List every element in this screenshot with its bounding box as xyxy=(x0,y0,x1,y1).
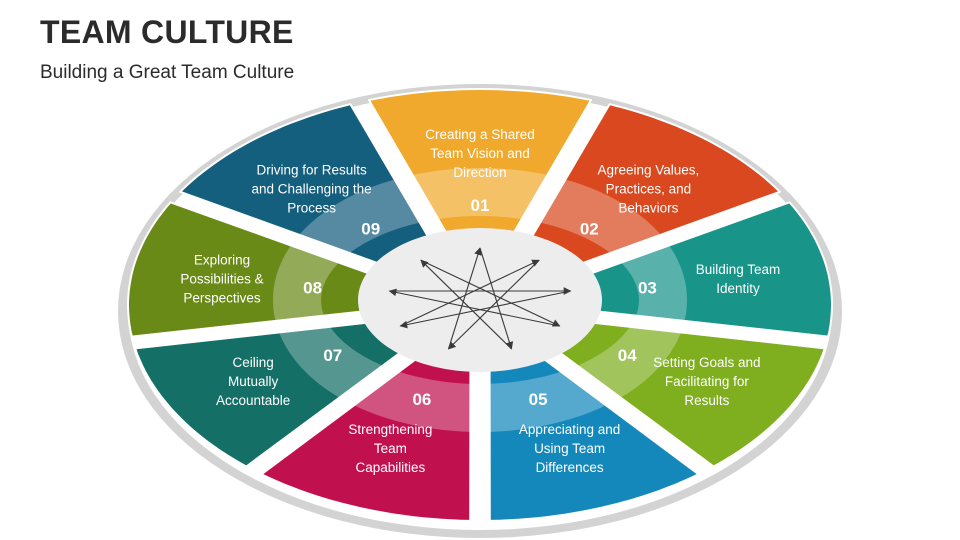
segment-number-04: 04 xyxy=(618,346,637,365)
segment-label-line: Capabilities xyxy=(356,460,426,475)
segment-label-line: Ceiling xyxy=(232,355,273,370)
segment-label-line: Building Team xyxy=(696,262,781,277)
segment-label-line: Direction xyxy=(453,165,506,180)
connector-arrow xyxy=(420,259,561,327)
connector-arrow xyxy=(399,290,571,329)
segment-label-line: Accountable xyxy=(216,393,290,408)
connector-arrow xyxy=(479,247,514,350)
segment-label-line: Team Vision and xyxy=(430,146,530,161)
page-title: TEAM CULTURE xyxy=(40,14,294,50)
segment-label-line: Exploring xyxy=(194,253,250,268)
connector-arrow xyxy=(447,259,540,350)
segment-label-line: Facilitating for xyxy=(665,374,750,389)
segment-number-02: 02 xyxy=(580,219,599,238)
connector-arrow xyxy=(447,247,482,350)
segment-label-line: Mutually xyxy=(228,374,279,389)
segment-number-09: 09 xyxy=(361,219,380,238)
page-subtitle: Building a Great Team Culture xyxy=(40,62,295,83)
enneagram-connectors xyxy=(388,247,572,350)
segment-label-line: Agreeing Values, xyxy=(597,163,699,178)
segment-label-line: Setting Goals and xyxy=(653,355,760,370)
segment-label-line: Strengthening xyxy=(348,422,432,437)
segment-label-line: Practices, and xyxy=(606,182,692,197)
segment-label-line: Team xyxy=(374,441,407,456)
connector-arrow xyxy=(420,259,512,350)
segment-label-line: Results xyxy=(684,393,729,408)
segment-number-01: 01 xyxy=(471,196,490,215)
connector-arrow xyxy=(400,259,540,327)
segment-label-line: Behaviors xyxy=(618,201,678,216)
segment-number-03: 03 xyxy=(638,279,657,298)
segment-number-08: 08 xyxy=(303,279,322,298)
segment-label-line: Driving for Results xyxy=(256,163,367,178)
segment-number-06: 06 xyxy=(412,390,431,409)
segment-label-line: Using Team xyxy=(534,441,605,456)
segment-label-line: Differences xyxy=(536,460,604,475)
segment-label-line: Process xyxy=(287,201,336,216)
segment-label-line: Creating a Shared xyxy=(425,127,535,142)
segment-label-line: Identity xyxy=(716,281,760,296)
connector-arrow xyxy=(388,288,560,327)
segment-number-05: 05 xyxy=(529,390,548,409)
center-disc xyxy=(358,228,602,372)
segment-label-line: Possibilities & xyxy=(180,272,263,287)
segment-label-line: Perspectives xyxy=(183,291,261,306)
segment-label-line: and Challenging the xyxy=(252,182,372,197)
segment-label-line: Appreciating and xyxy=(519,422,620,437)
segment-number-07: 07 xyxy=(323,346,342,365)
center-highlight-ring xyxy=(273,168,687,432)
